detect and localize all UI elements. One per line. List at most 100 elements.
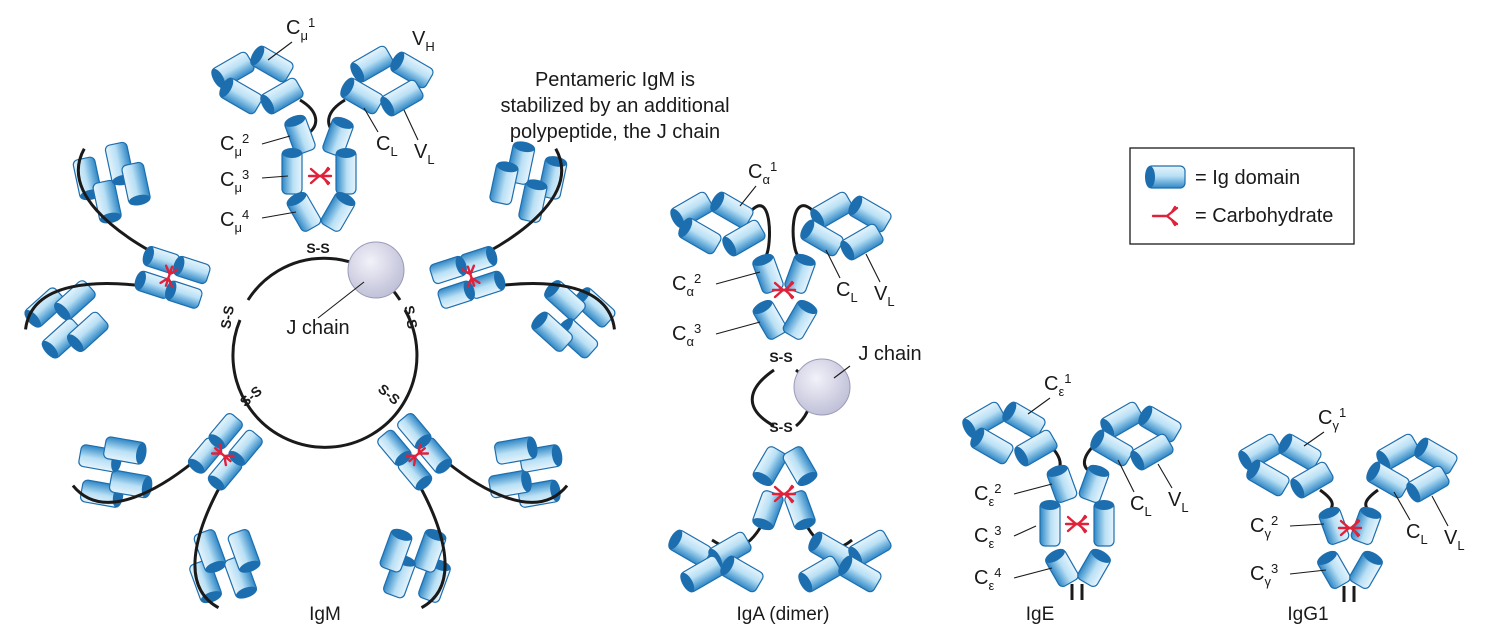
igg1-leader-cg3 [1289,569,1327,575]
iga-bottom-ca3-right [782,446,818,486]
iga-top-ch1-right [810,191,854,229]
domain-layer [24,45,1458,609]
igm-bottom-left-right-hinge-link [71,461,194,504]
igg1-vl-right [1406,465,1450,503]
igm-top-cm2-left [284,114,316,155]
igm-left-right-ch1-domain [121,161,151,206]
iga-label-vl: VL [874,283,895,309]
igm-left-right-vl-domain [92,179,122,224]
ige-leader-ce4 [1013,567,1053,579]
iga-top-cl-left [722,219,766,257]
ige-vl-right [1130,433,1174,471]
igm-leader-j-chain [317,281,365,319]
ige-vl-left [970,427,1014,465]
igm-right-right-ch1-domain [531,311,573,352]
ige-label-ce3: Cε3 [974,523,1001,551]
ige-label-ce1: Cε1 [1044,371,1071,399]
ige-ce2-right [1078,464,1110,503]
igg1-cl-left [1290,461,1334,499]
igm-bottom-left-stem-left-1 [207,454,243,491]
ige-ce4-left [1045,548,1079,587]
igg1-label-cg2: Cγ2 [1250,513,1278,541]
igm-right-stem-left-2 [429,255,467,285]
igg1-label-vl: VL [1444,527,1465,553]
iga-top-vl-left [678,217,722,255]
iga-bottom-cl-right [798,555,842,593]
ige-ce3-right [1093,500,1115,547]
igm-label-cmu1: Cμ1 [286,15,315,43]
igm-note-line-1: Pentameric IgM is [535,69,695,91]
iga-bottom-ca3-left [752,446,788,486]
igg1-vh-right [1414,437,1458,475]
igm-top-cm3-left [281,148,303,195]
igm-top-cm4-right [320,192,356,232]
iga-top-ch1-left [710,191,754,229]
ige-cl-left [1014,429,1058,467]
igm-right-left-hinge-link [488,148,564,253]
igm-right-stem-right-2 [437,280,475,309]
igm-top-cm4-left [286,192,322,232]
ige-vh-right [1138,405,1182,443]
igm-right-left-vl-domain [518,179,548,223]
igm-bottom-left-right-vl-domain [108,469,153,499]
igm-top-hinge-left [299,98,318,134]
igm-bottom-left-right-ch1-domain [103,436,147,465]
iga-leader-cl [825,249,841,279]
ige-label-ce2: Cε2 [974,481,1001,509]
igm-bottom-left-carbohydrate [210,443,235,467]
igm-top-cm3-right [335,148,357,195]
igm-label-cmu3: Cμ3 [220,167,249,195]
igm-left-left-ch1-domain [66,311,109,353]
igm-label-vh: VH [412,28,435,54]
igm-bottom-right-carbohydrate [405,443,430,467]
iga-label-ca3: Cα3 [672,321,701,349]
igm-label-cl: CL [376,133,398,159]
igg1-label-cg1: Cγ1 [1318,405,1346,433]
iga-top-hinge-right [791,204,814,257]
ige-leader-ce3 [1013,525,1037,537]
igm-note-line-3: polypeptide, the J chain [510,121,720,143]
igm-top-disulfide: S-S [306,240,329,256]
igm-bottom-left-stem-right-1 [187,437,223,474]
iga-leader-vl [865,253,881,283]
leader-line-layer [261,41,1449,579]
iga-j-link-left [750,368,775,428]
igm-top-vl-right [380,79,424,117]
igm-bottom-left-left-hinge-link [193,484,222,609]
igm-ring-link [231,309,419,449]
iga-bottom-cl-left [720,555,764,593]
igm-j-chain [347,241,405,299]
legend-box: = Ig domain = Carbohydrate [1129,147,1355,245]
igm-top-cm2-right [322,116,354,157]
igm-top-cl-right [340,77,384,115]
igm-left-disulfide: S-S [217,304,237,330]
carbohydrate-layer [307,166,1363,538]
igm-top-vh-right [390,51,434,89]
igm-leader-cmu1 [267,41,293,61]
iga-top-ca3-right [782,300,818,340]
ige-leader-cl [1117,459,1135,493]
igg1-label-cl: CL [1406,521,1428,547]
iga-bottom-vl-left [680,555,724,593]
igg1-tail [1342,586,1356,602]
igm-leader-cmu4 [261,211,297,219]
igm-top-carbohydrate [307,166,333,186]
iga-top-hinge-left [750,204,771,257]
igm-bottom-left-disulfide: S-S [237,383,265,410]
igg1-cl-right [1366,461,1410,499]
igm-right-carbohydrate [461,264,481,288]
legend-carbohydrate-label: = Carbohydrate [1195,205,1333,227]
iga-top-vh-right [848,195,892,233]
ige-leader-vl [1157,463,1173,489]
iga-top-vh-left [670,191,714,229]
iga-label-cl: CL [836,279,858,305]
iga-top-disulfide: S-S [769,349,792,365]
igm-left-left-hinge-link [24,282,140,330]
igm-label-cmu2: Cμ2 [220,131,249,159]
igg1-ch1-left [1278,433,1322,471]
igm-bottom-right-disulfide: S-S [375,381,403,408]
iga-caption: IgA (dimer) [737,604,830,625]
ige-ce2-left [1046,464,1078,503]
igm-bottom-right-right-ch1-domain [379,528,413,573]
iga-label-ca1: Cα1 [748,159,777,187]
